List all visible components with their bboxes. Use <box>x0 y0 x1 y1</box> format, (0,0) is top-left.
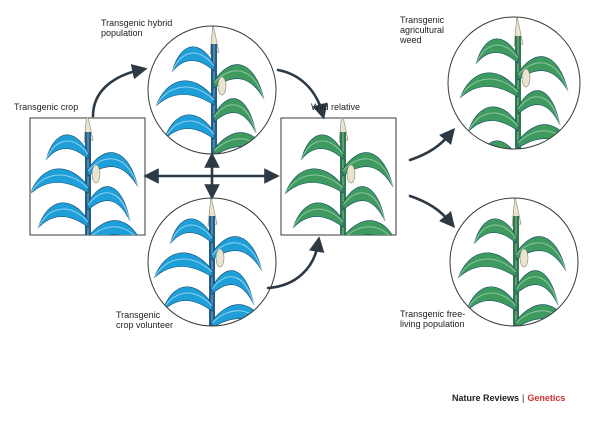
leaf <box>213 132 273 154</box>
leaf-vein <box>155 86 215 107</box>
leaf-vein <box>457 258 517 279</box>
credit-separator: | <box>522 393 525 403</box>
ear <box>346 164 356 184</box>
ear <box>519 248 529 268</box>
agricultural-weed-circle <box>447 16 581 150</box>
leaf-vein <box>459 78 519 99</box>
leaf-vein <box>211 310 271 326</box>
wild-relative-plant <box>284 118 394 235</box>
free-living-plant <box>457 198 575 326</box>
wild-relative-label: Wild relative <box>311 102 361 112</box>
arrow-hybrid-to-wild <box>276 68 328 120</box>
leaf-vein <box>473 224 517 245</box>
leaf-vein <box>346 226 390 235</box>
leaf-vein <box>45 140 89 161</box>
leaf-vein <box>213 138 273 154</box>
ear <box>521 68 531 88</box>
leaf-vein <box>342 192 386 222</box>
ear <box>91 164 101 184</box>
leaf-vein <box>171 52 215 73</box>
leaf-vein <box>163 120 215 141</box>
hybrid-population-label: Transgenic hybrid population <box>101 18 173 38</box>
agricultural-weed-plant <box>459 17 577 149</box>
leaf-vein <box>515 276 559 306</box>
leaf <box>211 304 271 326</box>
free-living-population-label: Transgenic free- living population <box>400 309 466 329</box>
leaf-vein <box>37 208 89 229</box>
hybrid-plant <box>155 26 273 154</box>
leaf <box>344 220 393 235</box>
leaf <box>517 124 577 149</box>
leaf-vein <box>475 44 519 65</box>
journal-name: Nature Reviews <box>452 393 520 403</box>
arrow-wild-to-free-living <box>408 194 455 228</box>
arrow-volunteer-to-wild <box>266 236 325 290</box>
arrow-wild-to-weed <box>408 128 455 162</box>
leaf-vein <box>517 96 561 126</box>
ear <box>215 248 225 268</box>
free-living-population-circle <box>449 197 579 327</box>
leaf-vein <box>30 174 89 195</box>
leaf <box>89 220 138 235</box>
leaf <box>473 218 517 245</box>
arrow-crop-to-hybrid <box>91 64 148 118</box>
transgenic-crop-plant <box>30 118 139 235</box>
leaf-vein <box>169 224 213 245</box>
leaf-vein <box>153 258 213 279</box>
crop-volunteer-label: Transgenic crop volunteer <box>116 310 174 330</box>
leaf-vein <box>515 242 567 272</box>
leaf-vein <box>211 276 255 306</box>
leaf-vein <box>475 146 519 149</box>
leaf-vein <box>213 104 257 134</box>
journal-credit: Nature Reviews|Genetics <box>452 393 565 403</box>
ear <box>217 76 227 96</box>
leaf-vein <box>213 70 265 100</box>
agricultural-weed-label: Transgenic agricultural weed <box>400 15 445 45</box>
journal-section: Genetics <box>527 393 566 403</box>
leaf-vein <box>517 130 577 149</box>
leaf-vein <box>517 62 569 92</box>
leaf-vein <box>300 140 344 161</box>
leaf-vein <box>87 158 139 188</box>
leaf-vein <box>211 242 263 272</box>
transgenic-crop-label: Transgenic crop <box>14 102 79 112</box>
leaf <box>30 168 89 195</box>
leaf-vein <box>342 158 394 188</box>
leaf-vein <box>87 192 131 222</box>
leaf <box>475 38 519 65</box>
leaf-vein <box>91 226 135 235</box>
leaf-vein <box>465 292 517 313</box>
leaf-vein <box>292 208 344 229</box>
leaf-vein <box>467 112 519 133</box>
leaf-vein <box>515 310 575 326</box>
leaf-vein <box>284 174 344 195</box>
leaf <box>475 140 519 149</box>
leaf <box>515 304 575 326</box>
